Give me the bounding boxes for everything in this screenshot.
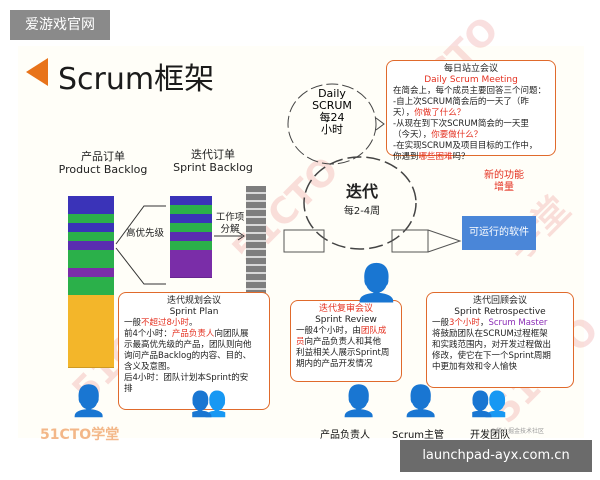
retro-line: 修改，使它在下一个Sprint周期: [432, 351, 551, 361]
sprint-backlog-stack: [170, 196, 212, 286]
retro-line: ，: [479, 318, 489, 328]
product-owner-person-icon: 👤: [340, 384, 378, 419]
daily-line: -从现在到下次SCRUM简会的一天里: [393, 119, 529, 129]
daily-line: 天），: [393, 108, 415, 118]
backlog-arrows: [115, 205, 245, 285]
new-feature-label: 新的功能 增量: [484, 170, 524, 193]
daily-scrum-freq: 每24 小时: [319, 111, 345, 136]
plan-line: 含义及意图。: [124, 362, 176, 372]
review-heading: 迭代复审会议: [318, 304, 373, 314]
sprint-cycle: [303, 156, 417, 250]
daily-scrum-title: Daily SCRUM: [312, 87, 352, 112]
task-stack: [246, 186, 266, 296]
review-line: 一般4个小时，由: [296, 326, 361, 336]
plan-highlight: 不超过8小时: [141, 318, 189, 328]
footer-url[interactable]: launchpad-ayx.com.cn: [400, 440, 592, 472]
site-badge: 爱游戏官网: [10, 10, 110, 40]
retro-line: 一般: [432, 318, 450, 328]
daily-line: 你遇到: [393, 152, 419, 162]
daily-question: 你要做什么？: [431, 130, 483, 140]
priority-label: 高优先级: [125, 228, 164, 239]
product-backlog-en: Product Backlog: [58, 163, 148, 176]
plan-line: 前4个小时：: [124, 329, 172, 339]
role-dev-team: 开发团队: [470, 430, 510, 441]
daily-question: 哪些困难: [418, 152, 453, 162]
review-line: 期内的产品开发情况: [296, 359, 373, 369]
retro-heading-en: Sprint Retrospective: [454, 307, 546, 317]
review-line: 利益相关人展示Sprint周: [296, 348, 390, 358]
sprint-backlog-label: 迭代订单 Sprint Backlog: [168, 148, 258, 174]
daily-meeting-heading: 每日站立会议: [443, 64, 498, 74]
retro-line: 中更加有效和令人愉快: [432, 362, 518, 372]
role-product-owner: 产品负责人: [320, 430, 370, 441]
product-backlog-stack: [68, 196, 114, 371]
page-title: Scrum框架: [58, 62, 215, 97]
plan-line: 。: [188, 318, 198, 328]
product-owner-person-icon: 👤: [354, 263, 399, 304]
person-icon: 👤: [70, 384, 108, 419]
product-backlog-cn: 产品订单: [81, 150, 125, 163]
product-backlog-label: 产品订单 Product Backlog: [58, 150, 148, 176]
title-arrow-icon: [26, 58, 48, 86]
task-breakdown-label: 工作项 分解: [215, 212, 245, 235]
daily-line: 在简会上，每个成员主要回答三个问题：: [393, 86, 547, 96]
plan-line: 排: [124, 384, 133, 394]
review-highlight: 员: [296, 337, 305, 347]
small-credit: @稀土掘金技术社区: [490, 428, 545, 435]
retro-line: 和实践范围内，对开发过程做出: [432, 340, 552, 350]
plan-line: 向团队展: [214, 329, 249, 339]
role-scrum-master: Scrum主管: [392, 430, 445, 441]
plan-heading-en: Sprint Plan: [169, 307, 219, 317]
daily-line: （今天），: [393, 130, 432, 140]
role-labels: 产品负责人 Scrum主管 开发团队: [320, 426, 540, 441]
daily-meeting-heading-en: Daily Scrum Meeting: [424, 75, 518, 85]
sprint-review-card: 迭代复审会议 Sprint Review 一般4个小时，由团队成 员向产品负责人…: [290, 300, 402, 382]
plan-line: 后4小时：团队计划本Sprint的安: [124, 373, 249, 383]
sprint-label: 迭代 每2-4周: [332, 178, 392, 217]
retro-line: 将鼓励团队在SCRUM过程框架: [432, 329, 548, 339]
retro-highlight: Scrum Master: [488, 318, 548, 328]
plan-heading: 迭代规划会议: [166, 296, 221, 306]
review-line: 向产品负责人和其他: [304, 337, 382, 347]
review-heading-en: Sprint Review: [315, 315, 377, 325]
review-highlight: 团队成: [360, 326, 387, 336]
daily-line: 吗？: [452, 152, 470, 162]
daily-scrum-cycle: [287, 83, 385, 165]
plan-highlight: 产品负责人: [171, 329, 215, 339]
daily-line: -在实现SCRUM及项目目标的工作中，: [393, 141, 538, 151]
plan-line: 询问产品Backlog的内容、目的、: [124, 351, 252, 361]
logo-51cto: 51CTO学堂: [40, 427, 120, 443]
plan-line: 示最高优先级的产品，团队则向他: [124, 340, 252, 350]
daily-scrum-label: Daily SCRUM 每24 小时: [300, 88, 364, 136]
dev-team-person-icon: 👥: [470, 384, 508, 419]
daily-question: 你做了什么？: [414, 108, 466, 118]
scrum-master-person-icon: 👤: [402, 384, 440, 419]
sprint-title: 迭代: [345, 182, 378, 201]
retro-heading: 迭代回顾会议: [472, 296, 527, 306]
sprint-backlog-cn: 迭代订单: [191, 148, 235, 161]
plan-line: 一般: [124, 318, 142, 328]
people-icon: 👥: [190, 384, 228, 419]
sprint-plan-card: 迭代规划会议 Sprint Plan 一般不超过8小时。 前4个小时：产品负责人…: [118, 292, 270, 410]
daily-meeting-card: 每日站立会议 Daily Scrum Meeting 在简会上，每个成员主要回答…: [386, 60, 556, 162]
sprint-backlog-en: Sprint Backlog: [173, 161, 253, 174]
sprint-retro-card: 迭代回顾会议 Sprint Retrospective 一般3个小时，Scrum…: [426, 292, 574, 388]
retro-highlight: 3个小时: [449, 318, 480, 328]
working-software-box: 可运行的软件: [462, 216, 536, 250]
flow-arrow-band: [283, 229, 462, 253]
sprint-freq: 每2-4周: [343, 206, 381, 217]
daily-line: -自上次SCRUM简会后的一天了（昨: [393, 97, 529, 107]
